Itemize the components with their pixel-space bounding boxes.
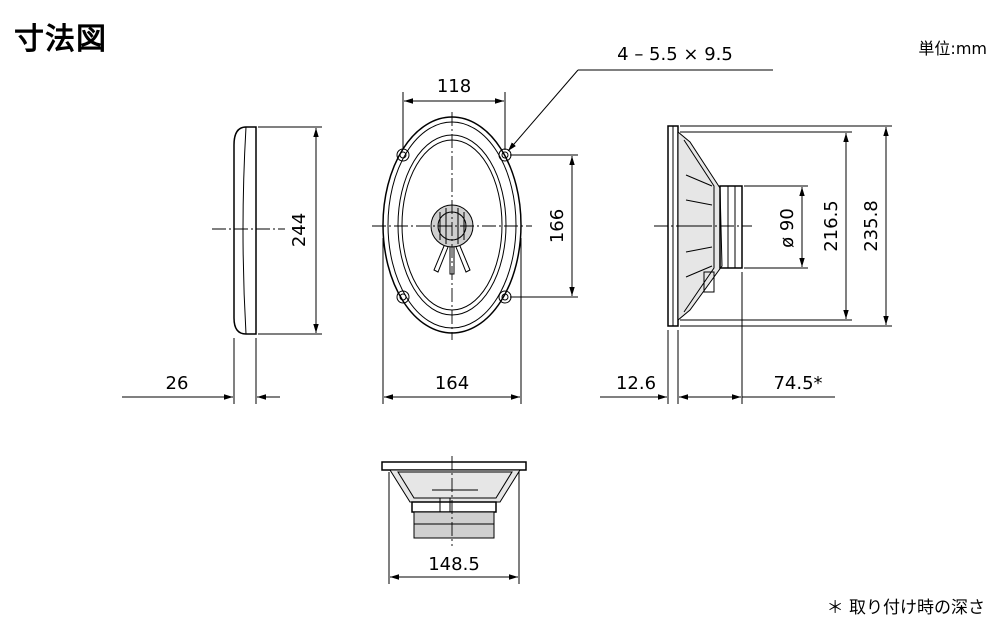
side-height-label: 244 (289, 213, 310, 247)
magnet-diameter-label: ø 90 (777, 208, 798, 248)
bottom-view: 148.5 (381, 456, 527, 584)
front-width-label: 164 (435, 373, 469, 394)
cutout-height-label: 216.5 (821, 200, 842, 252)
profile-view: ø 90 216.5 235.8 12.6 74.5* (600, 125, 892, 404)
front-view: 118 166 164 4 – 5.5 × 9.5 (372, 44, 773, 404)
side-view: 244 26 (122, 126, 322, 404)
overall-height-label: 235.8 (861, 200, 882, 252)
footnote: ＊ 取り付け時の深さ (826, 598, 985, 618)
mount-depth-label: 74.5* (773, 373, 822, 394)
flange-thickness-label: 12.6 (616, 373, 656, 394)
diagram-title: 寸法図 (14, 22, 107, 57)
hole-spacing-height-label: 166 (547, 209, 568, 243)
hole-spacing-width-label: 118 (437, 76, 471, 97)
side-depth-label: 26 (166, 373, 189, 394)
bottom-width-label: 148.5 (428, 554, 480, 575)
unit-label: 単位:mm (918, 39, 987, 58)
hole-spec-label: 4 – 5.5 × 9.5 (617, 44, 733, 65)
